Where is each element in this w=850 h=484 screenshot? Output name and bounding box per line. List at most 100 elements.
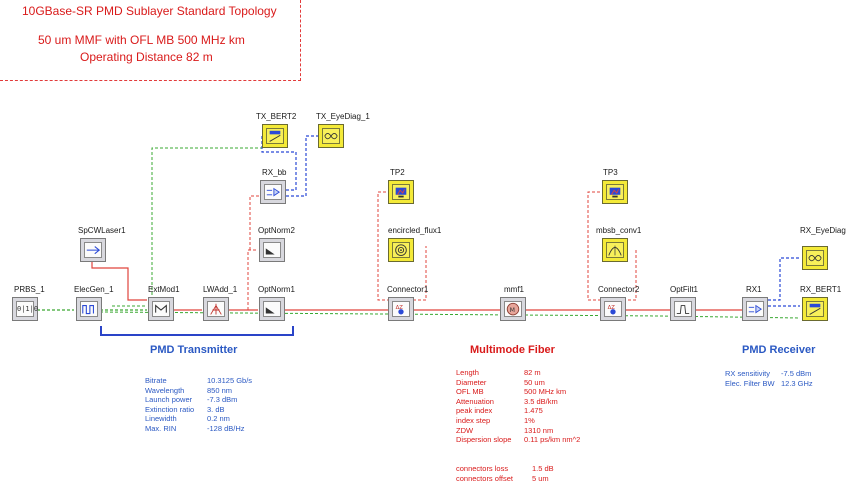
mmf-block[interactable]: M (500, 297, 526, 321)
lwadd-label: LWAdd_1 (203, 285, 238, 294)
param-value: 0.2 nm (207, 414, 230, 424)
lwadd-block[interactable] (203, 297, 229, 321)
encircled-flux-label: encircled_flux1 (388, 226, 442, 235)
param-value: 82 m (524, 368, 541, 377)
eye-diagram-icon (322, 128, 340, 145)
wire-laser-extmod (91, 258, 147, 301)
tp2-block[interactable] (388, 180, 414, 204)
title-line-3: Operating Distance 82 m (80, 50, 213, 64)
rxbb-block[interactable] (260, 180, 286, 204)
monitor-icon (392, 184, 410, 201)
tp2-label: TP2 (390, 168, 405, 177)
title-line-2: 50 um MMF with OFL MB 500 MHz km (38, 33, 245, 47)
monitor-icon (606, 184, 624, 201)
param-value: 12.3 GHz (781, 378, 813, 388)
param-value: 3.5 dB/km (524, 396, 558, 406)
rx-eyediag-block[interactable] (802, 246, 828, 270)
optnorm2-block[interactable] (259, 238, 285, 262)
txeyediag-block[interactable] (318, 124, 344, 148)
svg-text:M: M (510, 307, 515, 314)
param-value: -7.3 dBm (207, 395, 238, 405)
param-row: Launch power -7.3 dBm (145, 395, 252, 405)
receiver-icon (746, 301, 764, 318)
param-value: 50 um (524, 377, 545, 387)
param-key: connectors loss (456, 464, 509, 473)
mbsb-label: mbsb_conv1 (596, 226, 642, 235)
param-key: Dispersion slope (456, 435, 512, 445)
eye-diagram-icon (806, 250, 824, 267)
laser-icon (84, 242, 102, 259)
prbs-block[interactable]: 0|1|0 (12, 297, 38, 321)
rxbb-label: RX_bb (262, 168, 287, 177)
txeyediag-label: TX_EyeDiag_1 (316, 112, 370, 121)
param-key: connectors offset (456, 473, 513, 483)
param-value: 1310 nm (524, 425, 554, 435)
param-value: 1.475 (524, 406, 543, 416)
param-key: Diameter (456, 377, 487, 387)
param-value: -7.5 dBm (781, 369, 812, 378)
wire-prbs-bert-long (99, 311, 801, 319)
rx-eyediag-label: RX_EyeDiag (800, 226, 846, 235)
param-value: 1% (524, 415, 535, 425)
connector2-label: Connector2 (598, 285, 640, 294)
modulator-icon (152, 301, 170, 318)
linewidth-icon (207, 301, 225, 318)
param-row: ZDW 1310 nm (456, 426, 580, 436)
ber-tester-icon (806, 301, 824, 318)
fiber-spool-icon: M (504, 301, 522, 318)
svg-text:ΔZ: ΔZ (396, 305, 404, 311)
param-key: RX sensitivity (725, 369, 771, 378)
extmod-label: ExtMod1 (148, 285, 180, 294)
param-value: 500 MHz km (524, 387, 567, 397)
elecgen-block[interactable] (76, 297, 102, 321)
spcwlaser-label: SpCWLaser1 (78, 226, 126, 235)
transmitter-title: PMD Transmitter (150, 344, 238, 356)
txbert2-block[interactable] (262, 124, 288, 148)
mbsb-block[interactable] (602, 238, 628, 262)
spcwlaser-block[interactable] (80, 238, 106, 262)
receiver-icon (264, 184, 282, 201)
tp3-block[interactable] (602, 180, 628, 204)
connector1-block[interactable]: ΔZ (388, 297, 414, 321)
param-key: Bitrate (145, 376, 167, 385)
param-key: Wavelength (145, 385, 185, 395)
optnorm1-label: OptNorm1 (258, 285, 295, 294)
receiver-title: PMD Receiver (742, 344, 816, 356)
param-row: Wavelength 850 nm (145, 386, 252, 396)
optnorm1-block[interactable] (259, 297, 285, 321)
tp3-label: TP3 (603, 168, 618, 177)
wire-to-txbert2 (151, 147, 262, 300)
param-key: Length (456, 368, 479, 377)
param-row: Attenuation 3.5 dB/km (456, 397, 580, 407)
ber-tester-icon (266, 128, 284, 145)
param-key: Launch power (145, 395, 193, 405)
txbert2-label: TX_BERT2 (256, 112, 297, 121)
wire-rx1-eyediag (768, 257, 800, 301)
rx1-block[interactable] (742, 297, 768, 321)
wire-to-rxbb (249, 195, 260, 250)
power-normalizer-icon (263, 301, 281, 318)
encircled-flux-block[interactable] (388, 238, 414, 262)
param-key: Extinction ratio (145, 404, 195, 414)
svg-text:ΔZ: ΔZ (608, 305, 616, 311)
param-key: Attenuation (456, 396, 494, 406)
connector2-block[interactable]: ΔZ (600, 297, 626, 321)
connector-icon: ΔZ (392, 301, 410, 318)
rx-bert1-block[interactable] (802, 297, 828, 321)
param-value: 3. dB (207, 404, 225, 414)
param-value: 850 nm (207, 385, 233, 395)
extmod-block[interactable] (148, 297, 174, 321)
fiber-title: Multimode Fiber (470, 344, 555, 356)
param-value: 0.11 ps/km nm^2 (524, 435, 581, 445)
optfilt-block[interactable] (670, 297, 696, 321)
target-icon (392, 242, 410, 259)
param-key: ZDW (456, 425, 474, 435)
elecgen-label: ElecGen_1 (74, 285, 114, 294)
mmf-label: mmf1 (504, 285, 524, 294)
optfilt-label: OptFilt1 (670, 285, 699, 294)
